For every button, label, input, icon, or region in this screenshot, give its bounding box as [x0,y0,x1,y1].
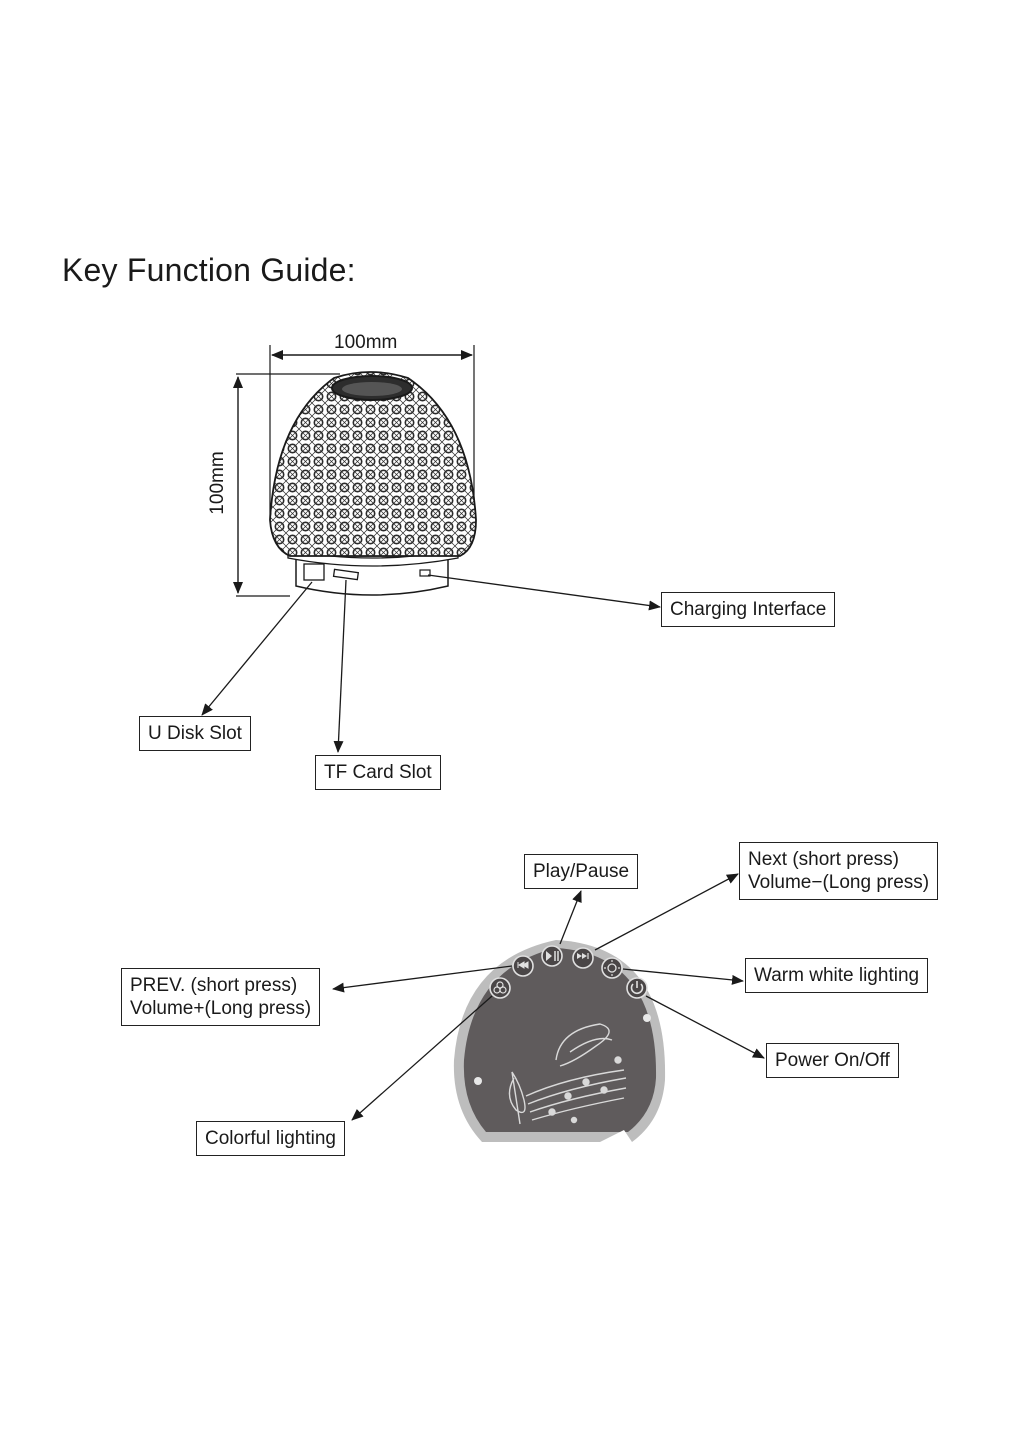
play-pause-label: Play/Pause [524,854,639,889]
power-icon[interactable] [626,977,648,999]
control-panel-illustration [332,873,765,1142]
play-pause-arrow [559,890,582,945]
tf-card-slot-label: TF Card Slot [315,755,441,790]
charging-arrow [427,574,661,611]
prev-arrow [332,965,513,993]
prev-label-line1: PREV. (short press) [130,975,298,996]
next-label-line1: Next (short press) [748,849,899,870]
prev-icon[interactable] [512,955,534,977]
speaker-illustration [201,345,661,753]
power-label: Power On/Off [766,1043,899,1078]
panel-notch [600,1130,632,1142]
width-dimension-label: 100mm [334,332,398,353]
warm-white-arrow [622,968,744,985]
next-icon[interactable] [572,947,594,969]
u-disk-arrow [201,581,313,716]
next-label: Next (short press) Volume−(Long press) [739,842,939,900]
speaker-mesh-body [269,371,477,557]
prev-label-line2: Volume+(Long press) [130,998,312,1019]
speaker-ring [287,549,459,567]
colorful-lighting-label: Colorful lighting [196,1121,345,1156]
tf-card-arrow [333,579,347,753]
play-pause-icon[interactable] [541,945,563,967]
warm-white-icon[interactable] [601,957,623,979]
led-dot-right [643,1014,651,1022]
colorful-lighting-icon[interactable] [489,977,511,999]
tf-card-port [332,568,360,581]
speaker-top-inner [342,382,402,396]
music-notes-icon [508,1023,627,1125]
next-label-line2: Volume−(Long press) [748,872,930,893]
next-arrow [594,873,739,951]
power-arrow [645,995,765,1059]
colorful-arrow [351,995,493,1121]
speaker-base [295,555,449,596]
charging-port [419,569,431,577]
led-dot-left [474,1077,482,1085]
page-title: Key Function Guide: [62,252,356,288]
charging-interface-label: Charging Interface [661,592,836,627]
u-disk-slot-label: U Disk Slot [139,716,251,751]
u-disk-port [303,563,325,581]
warm-white-label: Warm white lighting [745,958,929,993]
height-dimension-label: 100mm [207,451,228,515]
prev-label: PREV. (short press) Volume+(Long press) [121,968,321,1026]
panel-face [463,948,657,1132]
